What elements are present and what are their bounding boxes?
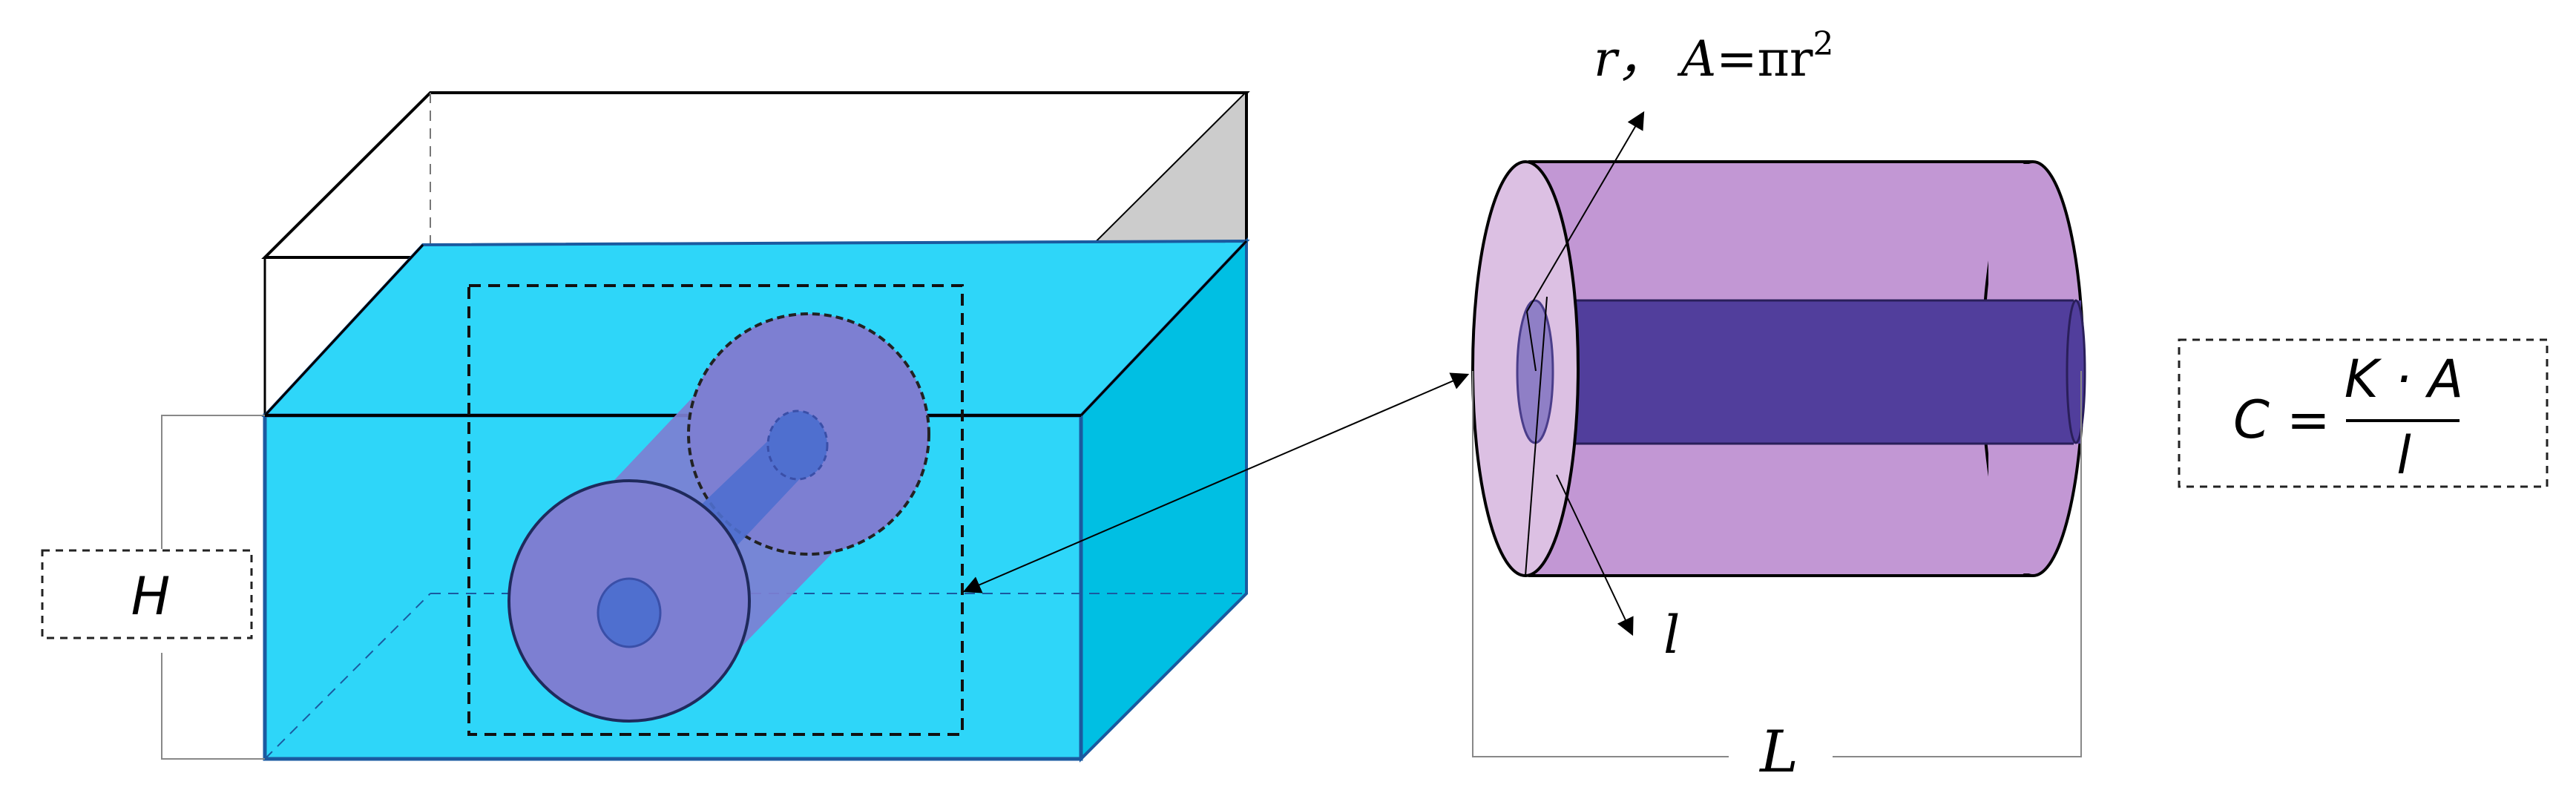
height-label-box	[41, 549, 253, 639]
cylinder-inner-core	[1536, 300, 2081, 444]
radius-arrow	[1526, 111, 1645, 312]
area-exponent: 2	[1813, 25, 1833, 63]
magnify-arrow	[962, 372, 1470, 593]
tank-top-edge	[261, 91, 1250, 259]
height-dimension: H	[41, 415, 265, 760]
formula-numerator: K · A	[2345, 349, 2464, 409]
water-surface-back	[263, 243, 424, 417]
small-length-label: l	[1663, 605, 1680, 665]
water-tank	[261, 91, 1250, 763]
formula-denominator: l	[2396, 425, 2411, 486]
area-symbol: A	[1677, 30, 1717, 88]
tank-hidden-bottom-left	[264, 593, 431, 760]
radius-area-label: r，A=πr2	[1594, 25, 1833, 88]
radius-pointer	[1526, 311, 1537, 372]
height-bracket-bottom	[161, 653, 265, 760]
length-bracket-right	[1833, 371, 2082, 757]
height-label: H	[131, 566, 171, 627]
core-front-face	[1516, 299, 1554, 444]
submerged-sample	[507, 312, 930, 723]
core-back-end	[2066, 299, 2086, 444]
height-bracket-top	[161, 415, 265, 549]
formula-equals: =	[2287, 389, 2330, 450]
sample-selection-box	[467, 284, 964, 736]
length-bracket-left	[1472, 371, 1729, 757]
enlarged-cylinder: L r，A=πr2 l	[1471, 25, 2086, 786]
formula-lhs: C	[2233, 389, 2270, 450]
cylinder-left-pointer	[1525, 296, 1548, 576]
sample-core-front	[597, 577, 662, 648]
sample-core-back	[766, 409, 829, 481]
area-equals: =πr	[1716, 30, 1813, 88]
formula-box	[2178, 338, 2549, 488]
length-label: L	[1758, 719, 1798, 786]
length-pointer	[1556, 474, 1634, 637]
radius-symbol: r，	[1594, 30, 1666, 88]
conductance-formula: C = K · A l	[2178, 338, 2549, 488]
